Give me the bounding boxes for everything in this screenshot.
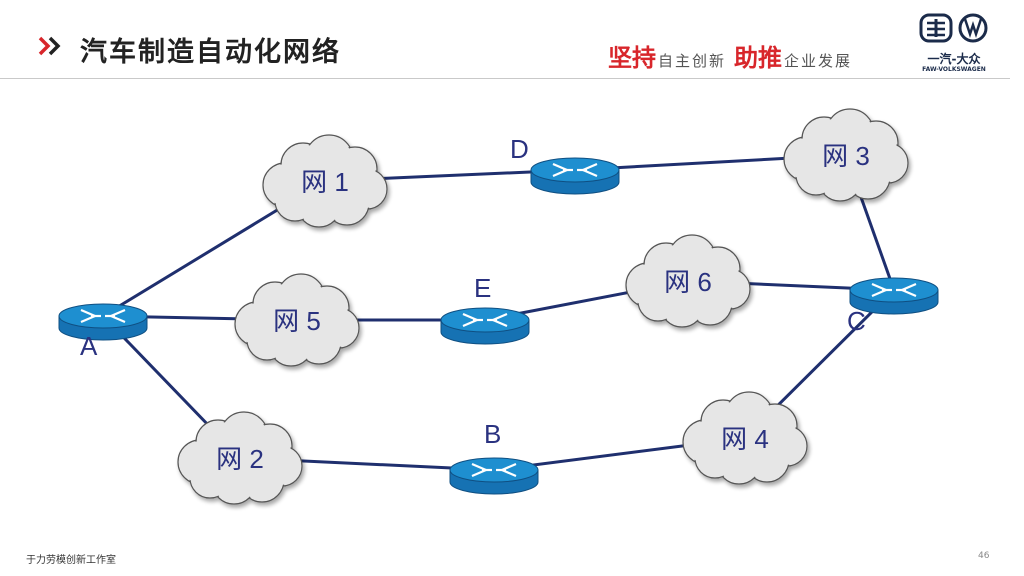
logo-brand-cn: 一汽-大众 <box>927 52 981 66</box>
router-label-A: A <box>80 331 98 361</box>
router-B <box>449 457 539 495</box>
slogan-part2-small: 企业发展 <box>784 52 853 70</box>
slogan-part2-big: 助推 <box>734 44 783 72</box>
footer-studio: 于力劳模创新工作室 <box>26 555 116 566</box>
router-D <box>530 157 620 195</box>
router-arrows-icon <box>462 312 508 328</box>
router-C <box>849 277 939 315</box>
network-cloud-net4: 网 4 <box>682 391 808 485</box>
router-E <box>440 307 530 345</box>
network-cloud-net6: 网 6 <box>625 234 751 328</box>
router-label-B: B <box>484 419 501 449</box>
faw-vw-logo <box>919 13 988 43</box>
network-label-net5: 网 5 <box>273 306 321 336</box>
network-label-net6: 网 6 <box>664 267 712 297</box>
network-label-net4: 网 4 <box>721 424 769 454</box>
router-label-D: D <box>510 134 529 164</box>
router-arrows-icon <box>471 462 517 478</box>
vw-logo-icon <box>958 13 988 43</box>
slogan: 坚持自主创新助推企业发展 <box>608 38 860 73</box>
network-cloud-net1: 网 1 <box>262 134 388 228</box>
network-diagram: 网 1 网 2 网 3 网 4 网 5 网 6 A B C D E <box>58 108 939 505</box>
header-divider <box>0 78 1010 79</box>
network-cloud-net5: 网 5 <box>234 273 360 367</box>
faw-logo-icon <box>919 13 953 43</box>
network-label-net3: 网 3 <box>822 141 870 171</box>
chevron-right-icon <box>38 36 61 56</box>
network-label-net2: 网 2 <box>216 444 264 474</box>
router-arrows-icon <box>871 282 917 298</box>
slogan-part1-big: 坚持 <box>608 44 656 72</box>
network-cloud-net3: 网 3 <box>783 108 909 202</box>
header: 汽车制造自动化网络 坚持自主创新助推企业发展 一汽-大众 FAW-VOLKSWA… <box>0 0 1024 80</box>
page-title: 汽车制造自动化网络 <box>80 37 341 68</box>
router-label-E: E <box>474 273 491 303</box>
logo-brand-en: FAW-VOLKSWAGEN <box>922 66 986 73</box>
network-cloud-net2: 网 2 <box>177 411 303 505</box>
router-label-C: C <box>847 306 866 336</box>
router-arrows-icon <box>80 308 126 324</box>
network-label-net1: 网 1 <box>301 167 349 197</box>
router-arrows-icon <box>552 162 598 178</box>
page-number: 46 <box>978 551 990 561</box>
nodes-layer: 网 1 网 2 网 3 网 4 网 5 网 6 A B C D E <box>58 108 939 505</box>
router-A <box>58 303 148 341</box>
slogan-part1-small: 自主创新 <box>658 52 727 70</box>
